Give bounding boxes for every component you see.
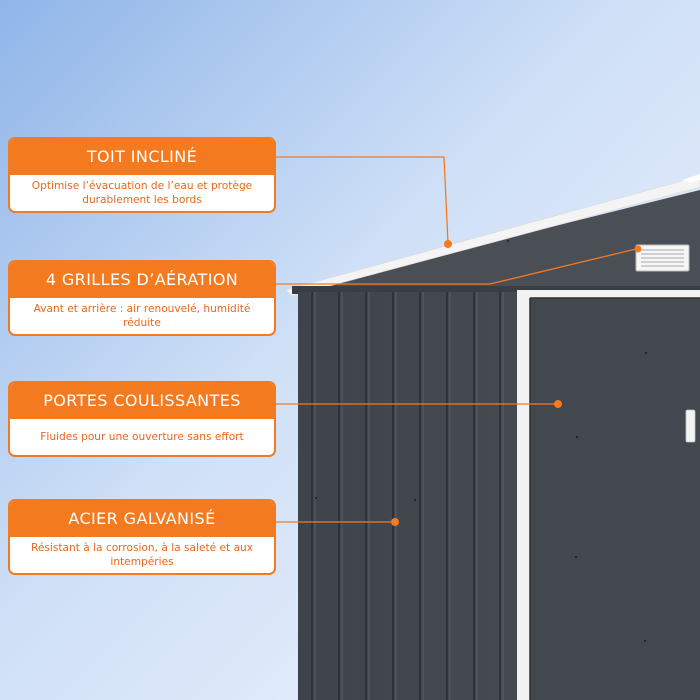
callout-doors-description: Fluides pour une ouverture sans effort	[40, 431, 244, 443]
dot-steel	[391, 518, 399, 526]
wall-rib-highlights	[314, 292, 504, 700]
callout-vents-title: 4 GRILLES D’AÉRATION	[10, 262, 274, 298]
callout-vents-description: Avant et arrière : air renouvelé, humidi…	[33, 303, 251, 329]
dot-roof	[444, 240, 452, 248]
leader-vent	[276, 248, 637, 285]
callout-steel: ACIER GALVANISÉ Résistant à la corrosion…	[8, 499, 276, 575]
callout-steel-description: Résistant à la corrosion, à la saleté et…	[30, 542, 254, 568]
callout-vents: 4 GRILLES D’AÉRATION Avant et arrière : …	[8, 260, 276, 336]
shed-eave	[292, 286, 700, 294]
vent-grille	[635, 244, 690, 272]
leader-lines	[276, 156, 637, 523]
callout-roof-title: TOIT INCLINÉ	[10, 139, 274, 175]
shed-roof-cap	[682, 174, 700, 183]
callout-doors-title: PORTES COULISSANTES	[10, 383, 274, 419]
rivets	[314, 240, 648, 643]
dot-door	[554, 400, 562, 408]
callout-steel-title: ACIER GALVANISÉ	[10, 501, 274, 537]
leader-dots	[391, 240, 642, 526]
callout-roof: TOIT INCLINÉ Optimise l’évacuation de l’…	[8, 137, 276, 213]
door-handle	[685, 409, 696, 443]
wall-ribs	[311, 292, 501, 700]
callout-roof-description: Optimise l’évacuation de l’eau et protèg…	[31, 180, 253, 206]
callout-doors: PORTES COULISSANTES Fluides pour une ouv…	[8, 381, 276, 457]
leader-roof	[276, 156, 449, 244]
dot-vent	[634, 245, 642, 253]
shed-roof-trim	[285, 175, 700, 297]
sliding-door-panel	[530, 298, 700, 700]
